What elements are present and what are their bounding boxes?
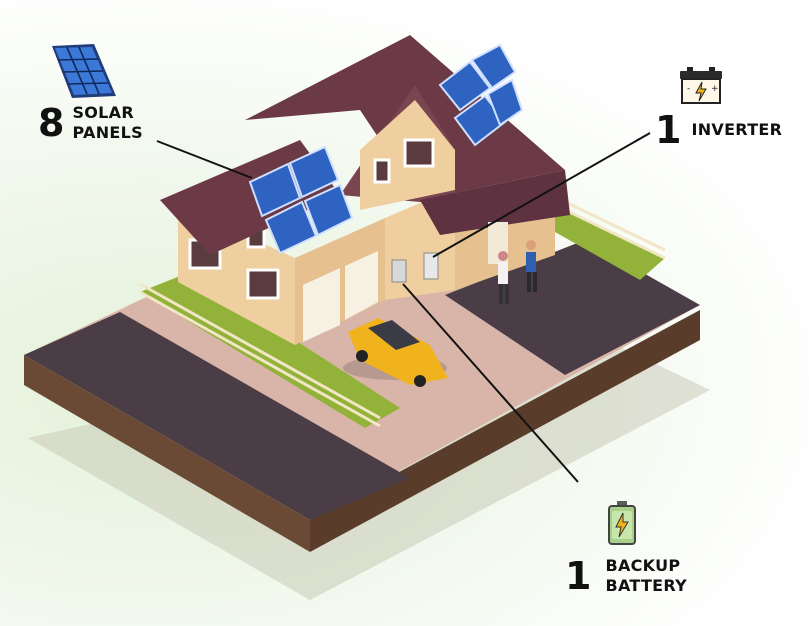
roof-right — [420, 170, 570, 235]
battery-callout: 1 BACKUP BATTERY — [565, 556, 687, 596]
car — [343, 318, 448, 387]
solar-label-line2: PANELS — [72, 123, 143, 142]
fence-left — [139, 282, 381, 428]
road-left — [24, 312, 410, 520]
solar-panels-right — [438, 43, 524, 147]
inverter-callout: 1 INVERTER — [655, 111, 782, 149]
battery-count: 1 — [565, 554, 592, 598]
inverter-leader-line — [432, 132, 651, 258]
garage-door-1 — [303, 268, 340, 342]
inverter-icon: - + — [680, 67, 722, 104]
svg-text:-: - — [687, 84, 690, 94]
battery-leader-line — [402, 283, 579, 483]
people — [498, 240, 537, 304]
battery-label-line2: BATTERY — [605, 576, 688, 595]
solar-panel-icon — [52, 44, 116, 98]
solar-leader-line — [156, 140, 253, 179]
platform-side-right — [310, 310, 700, 552]
svg-text:+: + — [711, 84, 719, 94]
solar-panels-left — [248, 145, 354, 255]
platform-side-left — [24, 355, 310, 552]
windows-gable — [373, 138, 435, 184]
inverter-count: 1 — [655, 108, 682, 152]
garage-door-2 — [345, 251, 378, 320]
inverter-label: INVERTER — [691, 120, 783, 139]
inverter-unit — [423, 252, 439, 280]
battery-unit — [391, 259, 407, 283]
solar-callout: 8 SOLAR PANELS — [38, 103, 143, 143]
leader-lines — [156, 132, 651, 483]
solar-count: 8 — [38, 101, 65, 145]
fence-right — [554, 195, 666, 260]
battery-icon — [608, 501, 636, 545]
lawn-right — [555, 205, 665, 280]
solar-label-line1: SOLAR — [72, 103, 134, 122]
battery-label-line1: BACKUP — [605, 556, 681, 575]
lawn-left — [140, 272, 400, 428]
